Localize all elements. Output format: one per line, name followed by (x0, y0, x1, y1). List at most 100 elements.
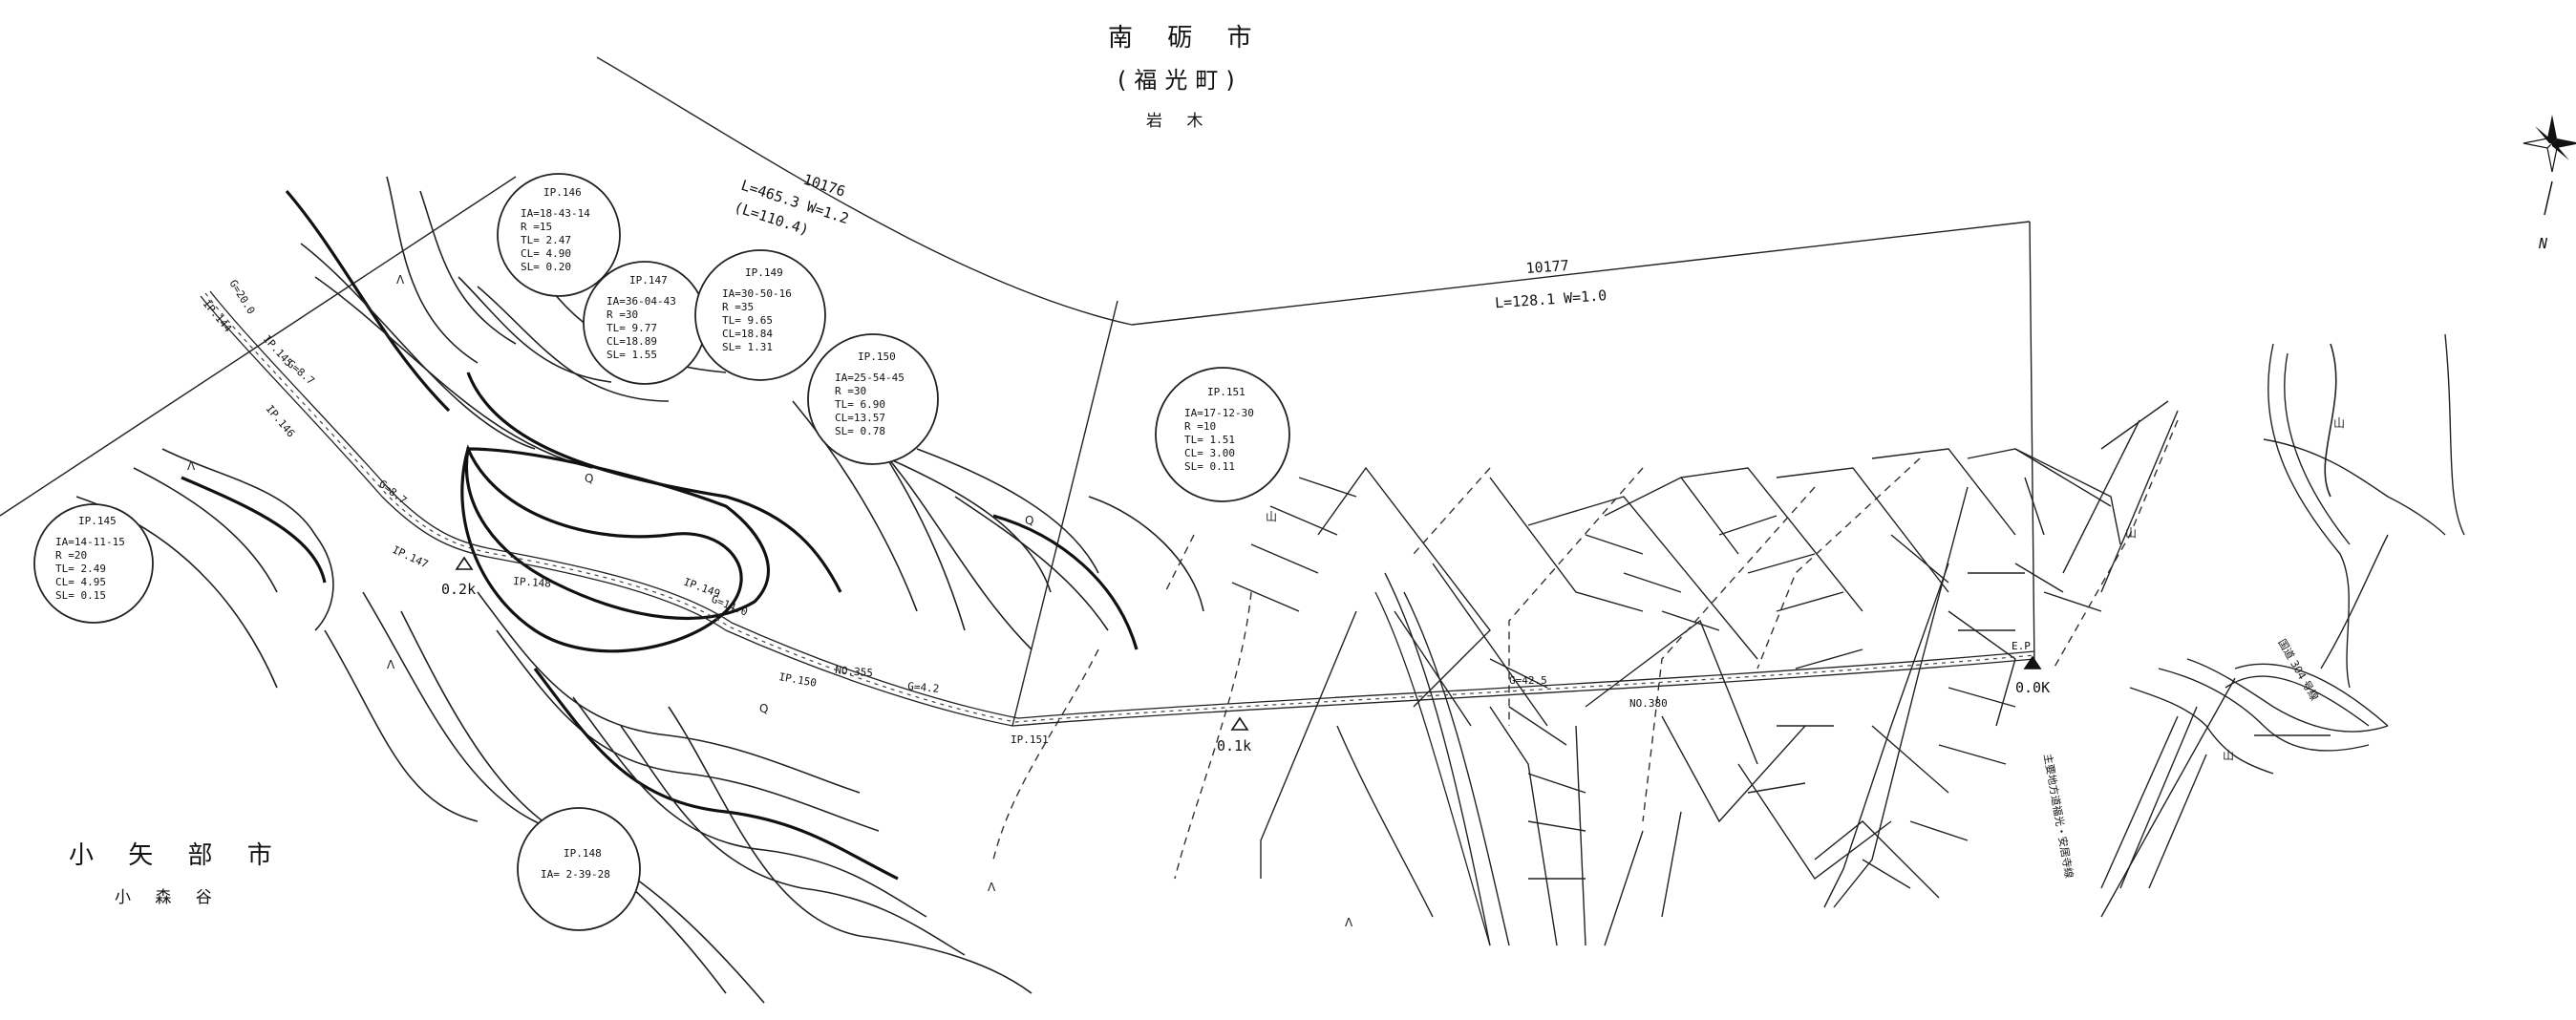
grass-symbol-icon: ᐱ (1345, 916, 1353, 929)
city-south-label: 小 矢 部 市 (69, 841, 286, 870)
north-arrow-icon: N (2523, 115, 2576, 252)
grass-symbol-icon: ᐱ (396, 273, 405, 287)
ip-table-row: SL= 1.31 (722, 341, 773, 353)
ip-table-row: IA=36-04-43 (607, 295, 676, 308)
ip-table-row: CL= 3.00 (1184, 447, 1235, 459)
road-names: 主要地方道福光・安居寺線 国道 304 号線 (2041, 637, 2321, 880)
route-label-g20: G=20.0 (226, 278, 257, 317)
route-label-no380: NO.380 (1629, 697, 1668, 710)
line-10176-number: 10176 (801, 171, 848, 201)
ip-table-row: R =10 (1184, 420, 1216, 433)
ip-table-row: CL=18.89 (607, 335, 657, 348)
ip-table-title: IP.146 (543, 186, 582, 199)
route-annotations: IP.144 G=20.0 IP.145 G=8.7 IP.146 G=8.7 … (201, 278, 2050, 754)
ip-table-row: R =20 (55, 549, 87, 562)
ip-table-row: TL= 6.90 (835, 398, 885, 411)
ip-table-row: SL= 0.20 (521, 261, 571, 273)
ip-table-title: IP.151 (1207, 386, 1245, 398)
ip-table-row: TL= 9.65 (722, 314, 773, 327)
ip-circle (517, 807, 641, 931)
station-00-triangle (2023, 655, 2042, 669)
km-label-00: 0.0K (2015, 679, 2050, 696)
area-north-label: 岩 木 (1146, 112, 1212, 131)
route-label-g425: G=42.5 (1509, 674, 1547, 687)
km-label-01: 0.1k (1217, 737, 1251, 754)
ip-table-row: CL= 4.95 (55, 576, 106, 588)
ip-circle (694, 249, 826, 381)
ip-table-row: SL= 0.11 (1184, 460, 1235, 473)
city-north-label: 南 砺 市 (1108, 24, 1266, 53)
ip-table-row: IA=30-50-16 (722, 287, 792, 300)
route-label-g87: G=8.7 (376, 478, 409, 507)
line-10177-length: L=128.1 W=1.0 (1494, 287, 1607, 311)
ip-table-title: IP.148 (564, 847, 602, 860)
ip-table-title: IP.147 (629, 274, 668, 287)
ip-table-row: CL= 4.90 (521, 247, 571, 260)
ip-table-row: R =35 (722, 301, 754, 313)
route-label-ip147: IP.147 (391, 543, 431, 571)
ip-table-row: IA= 2-39-28 (541, 868, 610, 881)
grass-symbol-icon: ᐱ (187, 459, 196, 473)
station-markers (455, 556, 2042, 731)
km-label-02: 0.2k (441, 581, 476, 598)
ip-table-row: TL= 1.51 (1184, 434, 1235, 446)
pond-outline (465, 447, 771, 621)
place-names: 南 砺 市 (福光町) 岩 木 小 矢 部 市 小 森 谷 (69, 24, 1266, 907)
route-label-g42: G=4.2 (907, 680, 940, 695)
route-label-no355: NO.355 (835, 664, 874, 679)
ip-table-row: R =30 (835, 385, 866, 397)
ip-table-row: CL=18.84 (722, 328, 773, 340)
line-labels: 10176 L=465.3 W=1.2 (L=110.4) 10177 L=12… (732, 171, 1607, 312)
station-01-triangle (1230, 716, 1249, 731)
dashed-boundaries (992, 419, 2179, 880)
area-south-label: 小 森 谷 (115, 888, 222, 907)
ip-table-row: R =30 (607, 308, 638, 321)
forest-symbol-icon: 山 (1266, 510, 1277, 523)
ip-table-row: TL= 2.49 (55, 563, 106, 575)
ip-table-row: IA=17-12-30 (1184, 407, 1254, 419)
route-label-ip148: IP.148 (513, 575, 552, 590)
ip-circle (497, 173, 621, 297)
ip-table-title: IP.145 (78, 515, 117, 527)
route-label-ip146: IP.146 (264, 403, 298, 440)
ip-circle (33, 503, 154, 624)
ip-table-title: IP.149 (745, 266, 783, 279)
ip-table-row: SL= 1.55 (607, 349, 657, 361)
ip-table-row: SL= 0.15 (55, 589, 106, 602)
station-02-triangle (455, 556, 474, 570)
ip-table-row: IA=14-11-15 (55, 536, 125, 548)
field-symbol-icon: Q (585, 472, 593, 485)
ip-table-row: TL= 2.47 (521, 234, 571, 246)
route-label-ip151: IP.151 (1011, 733, 1049, 746)
side-roads (2100, 333, 2465, 918)
field-symbol-icon: Q (759, 702, 768, 715)
parcels (1231, 400, 2179, 946)
ip-circle (1155, 367, 1290, 502)
ip-table-row: R =15 (521, 221, 552, 233)
ip-table-row: CL=13.57 (835, 412, 885, 424)
contour-lines (75, 176, 1204, 1004)
route-label-ip150: IP.150 (777, 670, 817, 690)
grass-symbol-icon: ᐱ (387, 658, 395, 671)
ip-table-row: TL= 9.77 (607, 322, 657, 334)
ip-table-title: IP.150 (858, 351, 896, 363)
route-alignment (200, 290, 2035, 946)
district-north-label: (福光町) (1118, 67, 1243, 94)
route-label-ep: E.P (2012, 640, 2031, 652)
route-label-ip144: IP.144 (201, 298, 235, 335)
ip-table-row: SL= 0.78 (835, 425, 885, 437)
north-label: N (2538, 235, 2548, 252)
national-road-name: 国道 304 号線 (2275, 637, 2321, 703)
ip-table-row: IA=25-54-45 (835, 372, 905, 384)
ip-circle (807, 333, 939, 465)
forest-symbol-icon: 山 (2223, 749, 2234, 762)
